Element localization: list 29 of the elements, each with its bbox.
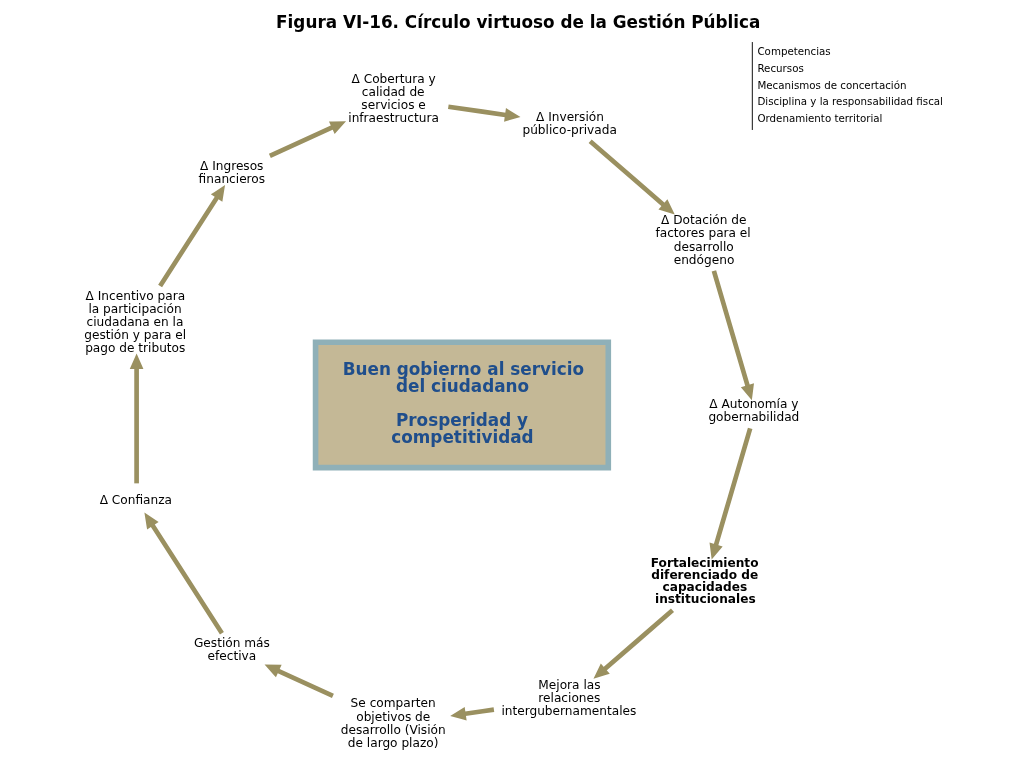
label: Disciplina y la responsabilidad fiscal — [757, 95, 943, 108]
label: Recursos — [757, 61, 804, 74]
arrow — [144, 512, 224, 635]
node-text: Δ Inversión público-privada — [522, 109, 617, 138]
node-text: Mejora las relaciones intergubernamentales — [501, 677, 637, 718]
node-text: Δ Ingresos financieros — [198, 158, 266, 186]
arrow — [588, 139, 675, 215]
node-text: Δ Autonomía y gobernabilidad — [708, 397, 800, 425]
arrow — [158, 184, 226, 288]
node-text: Gestión más efectiva — [193, 635, 270, 663]
arrow — [129, 353, 144, 484]
label: Ordenamiento territorial — [757, 112, 883, 125]
arrow — [450, 706, 495, 721]
arrow — [593, 608, 675, 679]
arrow — [711, 270, 754, 401]
arrow — [268, 121, 347, 159]
arrow — [448, 104, 521, 122]
label: Mecanismos de concertación — [757, 78, 907, 91]
node-text: Δ Dotación de factores para el desarrollo endógeno — [655, 213, 751, 267]
arrow — [709, 427, 753, 560]
arrow — [264, 664, 334, 698]
node-text: Δ Cobertura y calidad de servicios e infraestructura — [348, 71, 439, 125]
node-box: Buen gobierno al servicio del ciudadano Prosperidad y competitividad — [312, 339, 612, 471]
node-text: Δ Confianza — [99, 492, 173, 507]
node-text: Δ Incentivo para la participación ciudadana en la gestión y para el pago de tributos — [84, 288, 187, 355]
node-text: Se comparten objetivos de desarrollo (Visión de largo plazo) — [340, 696, 446, 750]
node-text: Fortalecimiento diferenciado de capacidades institucionales — [650, 555, 759, 607]
label: Competencias — [757, 44, 831, 57]
diagram-title: Figura VI-16. Círculo virtuoso de la Gestión Pública — [276, 12, 761, 33]
